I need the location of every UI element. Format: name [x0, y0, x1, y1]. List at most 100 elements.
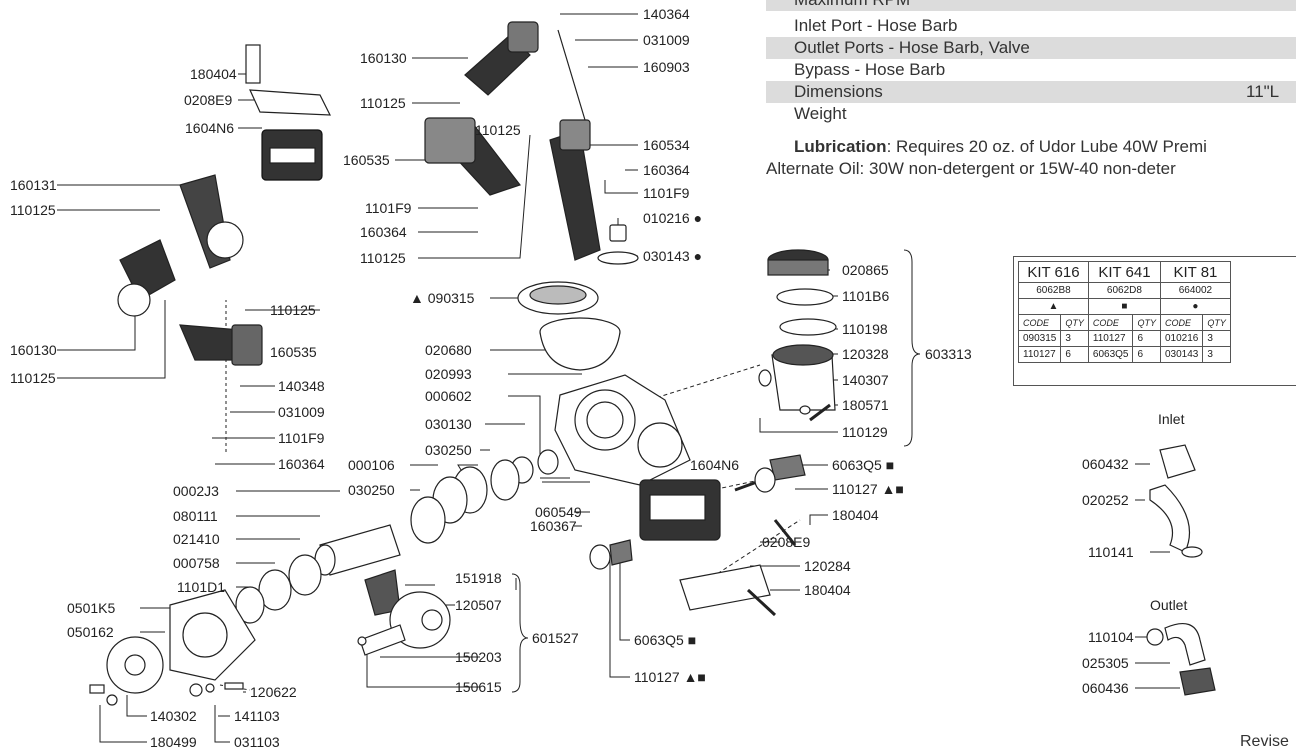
spec-row: Bypass - Hose Barb — [766, 59, 1296, 81]
kit-title: KIT 616 — [1018, 261, 1089, 283]
part-label: 080111 — [173, 508, 218, 524]
column-header-qty: QTY — [1202, 314, 1231, 331]
part-label: 150615 — [455, 679, 502, 695]
spec-label: Dimensions — [794, 82, 883, 101]
column-header-code: CODE — [1017, 314, 1062, 331]
kit-code: 110127 — [1017, 346, 1062, 363]
part-label: 060549 — [535, 504, 582, 520]
part-label: 050162 — [67, 624, 114, 640]
part-label: ▲ 090315 — [410, 290, 475, 306]
part-label: 120507 — [455, 597, 502, 613]
part-label: 021410 — [173, 531, 220, 547]
part-label: 1101F9 — [643, 185, 690, 201]
part-label: 031103 — [234, 734, 280, 750]
part-label: 110125 — [360, 250, 406, 266]
kit-marker: ■ — [1087, 298, 1162, 315]
part-label: 030130 — [425, 416, 472, 432]
part-label: 140307 — [842, 372, 889, 388]
part-label: 020865 — [842, 262, 889, 278]
part-label: 160535 — [270, 344, 317, 360]
part-label: 000106 — [348, 457, 395, 473]
part-label: 1101B6 — [842, 288, 889, 304]
lubrication-note: Lubrication: Requires 20 oz. of Udor Lub… — [794, 136, 1207, 158]
spec-label: Maximum RPM — [794, 0, 910, 9]
kit-number: 6062D8 — [1087, 282, 1162, 299]
column-header-qty: QTY — [1060, 314, 1089, 331]
part-label: 110127 ▲■ — [832, 481, 904, 497]
part-label: 160364 — [278, 456, 325, 472]
part-label: 140302 — [150, 708, 197, 724]
part-label: 0002J3 — [173, 483, 219, 499]
part-label: 110125 — [10, 370, 56, 386]
part-label: 030250 — [425, 442, 472, 458]
kit-code: 110127 — [1087, 330, 1134, 347]
part-label: 110125 — [475, 122, 521, 138]
column-header-code: CODE — [1087, 314, 1134, 331]
part-label: 020252 — [1082, 492, 1129, 508]
kit-code: 030143 — [1159, 346, 1204, 363]
part-label: 151918 — [455, 570, 502, 586]
part-label: 603313 — [925, 346, 972, 362]
spec-row: Dimensions 11"L — [766, 81, 1296, 103]
part-label: 120284 — [804, 558, 851, 574]
kit-table: KIT 616 KIT 641 KIT 81 6062B8 6062D8 664… — [1013, 256, 1296, 386]
part-label: 160364 — [360, 224, 407, 240]
revision-note: Revise — [1240, 733, 1289, 750]
kit-title: KIT 641 — [1087, 261, 1162, 283]
spec-label: Inlet Port - Hose Barb — [794, 16, 958, 35]
part-label: 000602 — [425, 388, 472, 404]
part-label: 020680 — [425, 342, 472, 358]
kit-title: KIT 81 — [1160, 261, 1231, 283]
part-label: 120328 — [842, 346, 889, 362]
spec-row: Weight — [766, 103, 1296, 125]
part-label: 110127 ▲■ — [634, 669, 706, 685]
spec-value: 11"L — [1246, 82, 1280, 101]
table-row: 110127 6 6063Q5 6 030143 3 — [1017, 346, 1231, 363]
kit-qty: 6 — [1132, 330, 1161, 347]
part-label: 160130 — [10, 342, 57, 358]
part-label: 030143 ● — [643, 248, 702, 264]
spec-label: Weight — [794, 104, 847, 123]
kit-qty: 3 — [1202, 330, 1231, 347]
part-label: 180499 — [150, 734, 197, 750]
part-label: 160131 — [10, 177, 57, 193]
part-label: 000758 — [173, 555, 220, 571]
part-label: 031009 — [643, 32, 690, 48]
part-label: 6063Q5 ■ — [832, 457, 894, 473]
kit-qty: 3 — [1060, 330, 1089, 347]
part-label: 160130 — [360, 50, 407, 66]
kit-qty: 6 — [1132, 346, 1161, 363]
part-label: 180571 — [842, 397, 889, 413]
part-label: 180404 — [832, 507, 879, 523]
part-label: 180404 — [190, 66, 237, 82]
part-label: 120622 — [250, 684, 297, 700]
kit-marker: ▲ — [1018, 298, 1089, 315]
part-label: 160534 — [643, 137, 690, 153]
part-label: 1101F9 — [365, 200, 412, 216]
part-label: 160367 — [530, 518, 577, 534]
part-label: 0501K5 — [67, 600, 115, 616]
part-label: 020993 — [425, 366, 472, 382]
column-header-qty: QTY — [1132, 314, 1161, 331]
part-label: 150203 — [455, 649, 502, 665]
part-label: 1101D1 — [177, 579, 225, 595]
inlet-heading: Inlet — [1158, 411, 1185, 427]
part-label: 160364 — [643, 162, 690, 178]
lubrication-label: Lubrication — [794, 137, 887, 156]
part-label: 601527 — [532, 630, 579, 646]
part-label: 110125 — [10, 202, 56, 218]
kit-qty: 6 — [1060, 346, 1089, 363]
spec-row: Outlet Ports - Hose Barb, Valve — [766, 37, 1296, 59]
alternate-oil-text: Alternate Oil: 30W non-detergent or 15W-… — [766, 159, 1176, 178]
part-label: 110129 — [842, 424, 888, 440]
spec-row: Inlet Port - Hose Barb — [766, 15, 1296, 37]
part-label: 0208E9 — [762, 534, 810, 550]
part-label: 025305 — [1082, 655, 1129, 671]
kit-code: 010216 — [1159, 330, 1204, 347]
part-label: 1604N6 — [690, 457, 739, 473]
kit-number: 6062B8 — [1018, 282, 1089, 299]
part-label: 060436 — [1082, 680, 1129, 696]
part-label: 6063Q5 ■ — [634, 632, 696, 648]
kit-number: 664002 — [1160, 282, 1231, 299]
kit-code: 090315 — [1017, 330, 1062, 347]
